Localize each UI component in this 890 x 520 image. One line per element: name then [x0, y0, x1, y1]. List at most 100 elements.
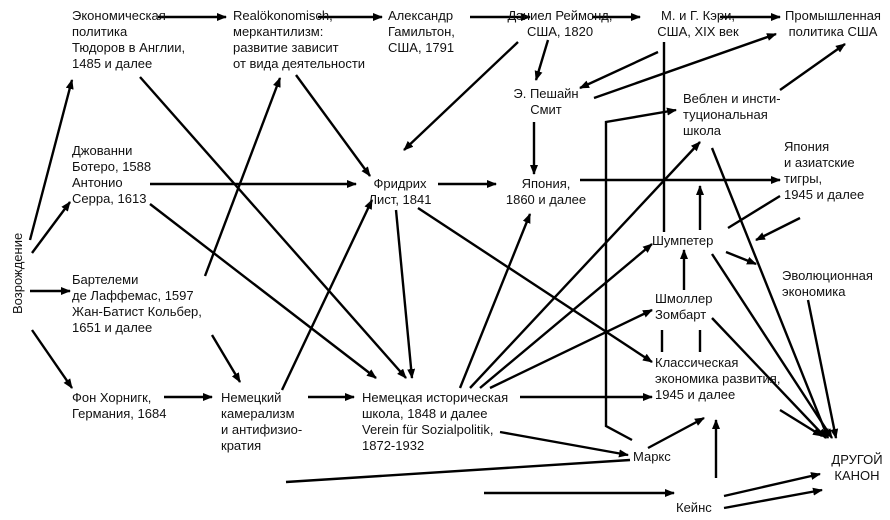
node-line: политика [72, 24, 128, 39]
node-hornigk: Фон Хорнигк, Германия, 1684 [72, 390, 166, 422]
edge-keynes-to-other-canon-2 [723, 487, 823, 510]
node-schmoller-sombart: Шмоллер Зомбарт [655, 291, 712, 323]
edge-tudor-to-german-historical-school [139, 76, 407, 379]
node-line: кратия [221, 438, 262, 453]
node-line: туциональная [683, 107, 768, 122]
node-tudor-policy: Экономическая политика Тюдоров в Англии,… [72, 8, 185, 72]
node-line: Зомбарт [655, 307, 707, 322]
edge-botero-to-german-historical-school [149, 203, 377, 379]
node-line: Э. Пешайн [513, 86, 579, 101]
edge-evolutionary-to-other-canon [806, 299, 839, 439]
node-line: Классическая [655, 355, 739, 370]
node-line: США, 1820 [526, 24, 594, 39]
edge-german-historical-school-to-schumpeter [479, 243, 653, 389]
node-line: Немецкий [221, 390, 282, 405]
edge-marx-line-up [604, 107, 677, 442]
node-realokonomisch: Realökonomisch, меркантилизм: развитие з… [233, 8, 365, 72]
node-keynes: Кейнс [676, 500, 712, 516]
edge-carey-to-peshine-smith [579, 50, 659, 90]
node-industrial-policy: Промышленная политика США [782, 8, 884, 40]
edge-veblen-to-other-canon [710, 147, 830, 439]
node-marx: Маркс [633, 449, 671, 465]
edge-marx-to-classical-development [647, 416, 705, 450]
edge-renaissance-to-hornigk [31, 329, 73, 389]
node-line: Realökonomisch, [233, 8, 333, 23]
node-line: США, 1791 [388, 40, 455, 55]
edge-classical-development-to-other-canon [779, 408, 823, 438]
edge-realokonomisch-to-list [295, 74, 371, 177]
node-line: Ботеро, 1588 [72, 159, 152, 174]
node-evolutionary-economics: Эволюционная экономика [782, 268, 873, 300]
node-line: Шумпетер [652, 233, 714, 248]
edge-german-historical-school-to-veblen [469, 141, 701, 389]
node-line: Маркс [633, 449, 671, 464]
node-line: и антифизио- [221, 422, 303, 437]
node-german-cameralism: Немецкий камерализм и антифизио- кратия [221, 390, 302, 454]
node-line: 1945 и далее [655, 387, 736, 402]
node-schumpeter: Шумпетер [652, 233, 713, 249]
node-line: Антонио [72, 175, 123, 190]
node-line: Кейнс [676, 500, 712, 515]
node-line: Лист, 1841 [368, 192, 432, 207]
node-line: Фон Хорнигк, [72, 390, 152, 405]
node-line: политика США [788, 24, 878, 39]
edge-raymond-to-list [403, 41, 519, 151]
node-veblen-institutional: Веблен и инсти- туциональная школа [683, 91, 781, 139]
node-line: Джованни [72, 143, 133, 158]
node-line: Фридрих [373, 176, 427, 191]
node-line: Промышленная [785, 8, 881, 23]
node-line: 1651 и далее [72, 320, 153, 335]
node-line: Эволюционная [782, 268, 873, 283]
node-line: камерализм [221, 406, 295, 421]
node-line: Тюдоров в Англии, [72, 40, 186, 55]
node-line: 1872-1932 [362, 438, 425, 453]
node-line: Александр [388, 8, 454, 23]
edge-german-historical-school-to-schmoller [489, 308, 653, 390]
edge-german-historical-school-to-marx [499, 430, 629, 458]
node-line: Verein für Sozialpolitik, [362, 422, 494, 437]
node-line: школа [683, 123, 722, 138]
node-other-canon: ДРУГОЙ КАНОН [828, 452, 886, 484]
node-line: 1860 и далее [505, 192, 587, 207]
node-botero-serra: Джованни Ботеро, 1588 Антонио Серра, 161… [72, 143, 151, 207]
edge-schumpeter-to-other-canon [710, 253, 834, 439]
edge-veblen-to-industrial-policy [779, 43, 846, 91]
node-line: Япония, [521, 176, 571, 191]
node-line: школа, 1848 и далее [362, 406, 488, 421]
node-line: Смит [530, 102, 562, 117]
node-line: Жан-Батист Кольбер, [72, 304, 202, 319]
node-japan-1860: Япония, 1860 и далее [500, 176, 592, 208]
node-hamilton: Александр Гамильтон, США, 1791 [388, 8, 455, 56]
edge-japan-tigers-to-schumpeter [755, 216, 801, 242]
edge-laffemas-to-realokonomisch [203, 77, 282, 277]
edge-raymond-to-peshine-smith [534, 39, 550, 81]
edge-list-to-classical-development [417, 206, 653, 364]
node-line: меркантилизм: [233, 24, 324, 39]
node-line: 1945 и далее [784, 187, 865, 202]
node-line: Дэниел Реймонд, [507, 8, 613, 23]
node-laffemas-colbert: Бартелеми де Лаффемас, 1597 Жан-Батист К… [72, 272, 202, 336]
edge-schumpeter-to-japan-tigers [727, 194, 781, 230]
node-line: Серра, 1613 [72, 191, 147, 206]
node-line: Веблен и инсти- [683, 91, 781, 106]
node-line: Бартелеми [72, 272, 139, 287]
node-line: Гамильтон, [388, 24, 455, 39]
edge-laffemas-to-cameralism [210, 334, 242, 383]
node-line: де Лаффемас, 1597 [72, 288, 194, 303]
node-friedrich-list: Фридрих Лист, 1841 [360, 176, 440, 208]
node-line: КАНОН [834, 468, 880, 483]
edge-marx-bottom-feed [285, 458, 631, 484]
edge-renaissance-to-botero [31, 201, 71, 254]
node-line: США, XIX век [657, 24, 739, 39]
node-line: Германия, 1684 [72, 406, 167, 421]
node-line: развитие зависит [233, 40, 339, 55]
edge-schumpeter-to-evolutionary [725, 250, 757, 266]
node-carey: М. и Г. Кэри, США, XIX век [652, 8, 744, 40]
node-line: 1485 и далее [72, 56, 153, 71]
node-line: Шмоллер [655, 291, 713, 306]
node-line: тигры, [784, 171, 823, 186]
edge-cameralism-to-list [280, 199, 374, 391]
node-line: и азиатские [784, 155, 855, 170]
